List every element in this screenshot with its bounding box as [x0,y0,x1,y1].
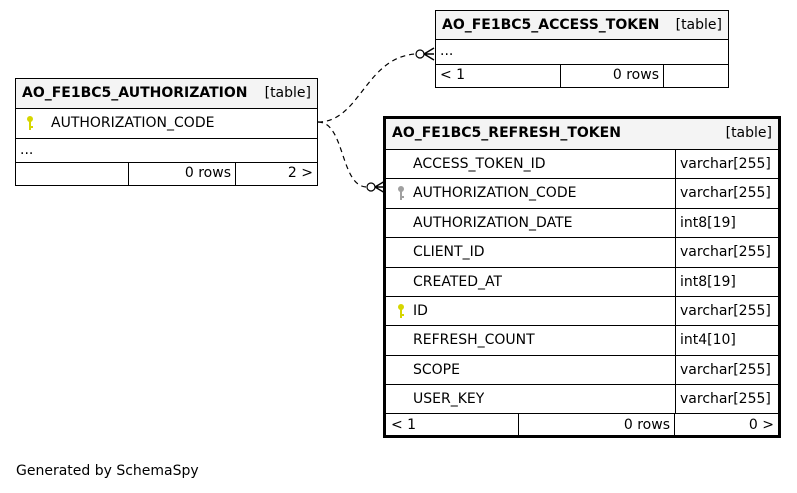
table-authorization[interactable]: AO_FE1BC5_AUTHORIZATION [table] AUTHORIZ… [15,78,318,186]
key-icon [398,186,404,201]
footer-row-count: 0 rows [519,414,675,438]
generated-by-label: Generated by SchemaSpy [16,463,199,479]
edge-authorization-to-refresh-token [317,121,367,188]
table-tag: [table] [675,17,722,33]
table-name: AO_FE1BC5_ACCESS_TOKEN [442,17,660,33]
column-name: AUTHORIZATION_CODE [51,115,215,131]
more-columns: ... [436,39,728,64]
edge-crowfoot [423,47,435,61]
column-type: varchar[255] [675,150,778,179]
table-name: AO_FE1BC5_REFRESH_TOKEN [392,125,621,141]
column-name: SCOPE [413,361,460,378]
column-type: varchar[255] [675,238,778,267]
table-header: AO_FE1BC5_AUTHORIZATION [table] [16,79,317,108]
table-header: AO_FE1BC5_ACCESS_TOKEN [table] [436,11,728,39]
column-name: REFRESH_COUNT [413,332,535,349]
more-columns-label: ... [440,43,454,59]
footer-parents[interactable]: < 1 [436,65,561,87]
footer-parents[interactable]: < 1 [386,414,519,438]
table-footer: 0 rows 2 > [16,162,317,185]
table-access-token[interactable]: AO_FE1BC5_ACCESS_TOKEN [table] ... < 1 0… [435,10,729,88]
edge-optional-circle [415,49,425,59]
key-icon [27,116,33,130]
footer-row-count: 0 rows [561,65,664,87]
column-row[interactable]: ACCESS_TOKEN_ID varchar[255] [386,149,778,179]
table-refresh-token[interactable]: AO_FE1BC5_REFRESH_TOKEN [table] ACCESS_T… [383,116,781,438]
column-type: int4[10] [675,326,778,355]
table-header: AO_FE1BC5_REFRESH_TOKEN [table] [386,119,778,149]
column-row[interactable]: ID varchar[255] [386,296,778,326]
column-type: varchar[255] [675,385,778,414]
footer-children[interactable] [664,65,728,87]
column-name: CREATED_AT [413,273,503,290]
column-name: AUTHORIZATION_CODE [413,185,577,202]
column-row[interactable]: AUTHORIZATION_DATE int8[19] [386,207,778,238]
table-name: AO_FE1BC5_AUTHORIZATION [22,85,248,101]
column-row[interactable]: AUTHORIZATION_CODE [16,108,317,138]
table-footer: < 1 0 rows 0 > [386,413,778,438]
column-row[interactable]: CREATED_AT int8[19] [386,266,778,296]
column-type: varchar[255] [675,297,778,326]
column-row[interactable]: SCOPE varchar[255] [386,354,778,385]
more-columns-label: ... [20,142,34,158]
column-type: int8[19] [675,208,778,238]
footer-children[interactable]: 0 > [748,417,774,433]
column-name: ID [413,303,428,319]
key-icon [398,304,404,318]
column-type: varchar[255] [675,355,778,385]
column-row[interactable]: CLIENT_ID varchar[255] [386,237,778,267]
column-row[interactable]: REFRESH_COUNT int4[10] [386,325,778,355]
more-columns: ... [16,138,317,162]
edge-authorization-to-access-token [317,53,416,123]
table-footer: < 1 0 rows [436,64,728,87]
column-row[interactable]: AUTHORIZATION_CODE varchar[255] [386,178,778,208]
table-tag: [table] [264,85,311,101]
footer-row-count: 0 rows [129,163,236,185]
column-name: ACCESS_TOKEN_ID [413,156,546,172]
footer-children[interactable]: 2 > [287,165,313,181]
column-name: CLIENT_ID [413,244,485,261]
column-type: int8[19] [675,267,778,296]
edge-optional-circle [366,182,376,192]
table-tag: [table] [725,125,772,141]
column-name: AUTHORIZATION_DATE [413,214,573,231]
column-type: varchar[255] [675,179,778,208]
footer-parents[interactable] [16,163,129,185]
column-name: USER_KEY [413,391,485,408]
column-row[interactable]: USER_KEY varchar[255] [386,384,778,414]
